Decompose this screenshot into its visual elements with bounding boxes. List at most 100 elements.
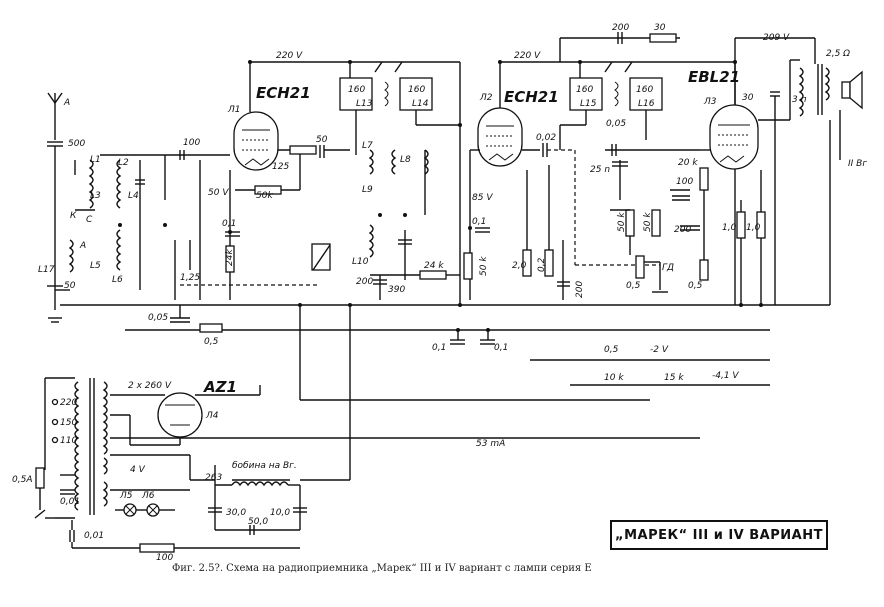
voltage-4: 4 V (130, 465, 146, 475)
voltage-minus-4-1: -4,1 V (712, 371, 739, 381)
tube-l3 (680, 60, 791, 305)
schematic-title: „МАРЕК“ III и IV ВАРИАНТ (610, 520, 828, 550)
choke-label: бобина на Вг. (232, 461, 297, 471)
res-0-5-c: 0,5 (688, 281, 703, 291)
junctions (228, 60, 763, 332)
cap-30-0: 30,0 (226, 508, 246, 518)
voltage-minus-2: -2 V (650, 345, 669, 355)
if-l16: L16 (638, 99, 655, 109)
cap-0-01-b: 0,01 (84, 531, 104, 541)
labels: ECH21 Л1 ECH21 Л2 EBL21 Л3 AZ1 Л4 220 V … (12, 23, 867, 563)
cap-200-d: 200 (356, 277, 373, 287)
speaker-impedance: 2,5 Ω (826, 49, 850, 59)
voltage-220-b: 220 V (514, 51, 541, 61)
res-2-0: 2,0 (512, 261, 527, 271)
if-transformer-1 (339, 61, 460, 155)
voltage-85: 85 V (472, 193, 493, 203)
res-30-a: 30 (654, 23, 666, 33)
cap-0-01-a: 0,01 (60, 497, 80, 507)
if-160-b: 160 (408, 85, 425, 95)
tap-220: 220 (60, 398, 77, 408)
tube-l4-name: AZ1 (203, 378, 237, 396)
res-50k-b: 50 k (643, 212, 653, 232)
cap-0-1-d: 0,1 (494, 343, 508, 353)
speaker-hg: II Вг (848, 159, 867, 169)
coil-l2: L2 (118, 158, 129, 168)
oscillator-section (311, 149, 460, 300)
tube-l1 (225, 62, 350, 300)
current-53ma: 53 mA (476, 439, 505, 449)
coil-l9: L9 (362, 185, 373, 195)
figure-caption: Фиг. 2.5?. Схема на радиоприемника „Маре… (172, 563, 592, 574)
cap-50-a: 50 (64, 281, 76, 291)
if-160-d: 160 (636, 85, 653, 95)
coil-l8: L8 (400, 155, 411, 165)
cap-0-1-b: 0,1 (472, 217, 486, 227)
if-160-a: 160 (348, 85, 365, 95)
voltage-50: 50 V (208, 188, 229, 198)
cap-100: 100 (183, 138, 200, 148)
coil-l6: L6 (112, 275, 123, 285)
res-125: 125 (272, 162, 289, 172)
tube-l3-ref: Л3 (703, 97, 717, 107)
switch-k: К (70, 211, 77, 221)
res-263: 263 (205, 473, 222, 483)
res-0-5-b: 0,5 (626, 281, 641, 291)
cap-100-b: 100 (676, 177, 693, 187)
cap-200-b: 200 (674, 225, 691, 235)
coil-l10: L10 (352, 257, 369, 267)
tube-l1-ref: Л1 (227, 105, 241, 115)
cap-200-c: 200 (575, 281, 585, 298)
power-supply (34, 377, 700, 553)
cap-30-b: 30 (742, 93, 754, 103)
if-transformer-2 (559, 32, 680, 150)
res-50k: 50k (256, 191, 273, 201)
res-10k: 10 k (604, 373, 624, 383)
voltage-2x260: 2 x 260 V (128, 381, 172, 391)
res-24k-a: 24k (225, 249, 235, 266)
cap-0-1-c: 0,1 (432, 343, 446, 353)
res-1-0-b: 1,0 (746, 223, 761, 233)
cap-25n: 25 n (590, 165, 610, 175)
res-50k-a: 50 k (617, 212, 627, 232)
res-1-0-a: 1,0 (722, 223, 737, 233)
cap-500: 500 (68, 139, 85, 149)
res-20k: 20 k (678, 158, 698, 168)
lamp-l6: Л6 (141, 491, 155, 501)
voltage-209: 209 V (763, 33, 790, 43)
tap-110: 110 (60, 436, 77, 446)
tap-150: 150 (60, 418, 77, 428)
cap-0-1-a: 0,1 (222, 219, 236, 229)
cap-200-a: 200 (612, 23, 629, 33)
cap-1-25: 1,25 (180, 273, 200, 283)
antenna-input (47, 92, 320, 333)
coil-l5: L5 (90, 261, 101, 271)
res-15k: 15 k (664, 373, 684, 383)
res-50k-c: 50 k (479, 256, 489, 276)
res-0-5-d: 0,5 (604, 345, 619, 355)
detector-section (605, 144, 700, 293)
switch-c: С (86, 215, 93, 225)
cap-390: 390 (388, 285, 405, 295)
coil-l4: L4 (128, 191, 139, 201)
cap-0-05: 0,05 (148, 313, 168, 323)
switch-a: А (79, 241, 86, 251)
res-100: 100 (156, 553, 173, 563)
fuse-0-5a: 0,5А (12, 475, 32, 485)
cap-50-b: 50 (316, 135, 328, 145)
tube-l4-ref: Л4 (205, 411, 219, 421)
voltage-220-a: 220 V (276, 51, 303, 61)
tube-l2-name: ECH21 (504, 88, 559, 106)
if-l14: L14 (412, 99, 429, 109)
tube-l1-name: ECH21 (256, 84, 311, 102)
if-l13: L13 (356, 99, 373, 109)
lamp-l5: Л5 (119, 491, 133, 501)
cap-0-05-b: 0,05 (606, 119, 626, 129)
cap-3n: 3 п (792, 95, 807, 105)
tube-l3-name: EBL21 (688, 68, 740, 86)
res-24k-b: 24 k (424, 261, 444, 271)
cap-10-0: 10,0 (270, 508, 290, 518)
diode-gd: ГД (662, 263, 674, 273)
res-0-5-a: 0,5 (204, 337, 219, 347)
